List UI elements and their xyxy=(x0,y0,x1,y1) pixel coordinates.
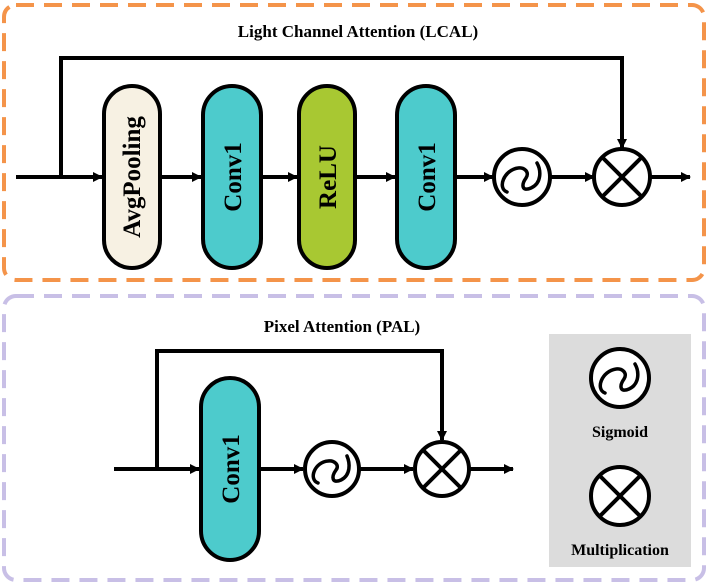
lcal-skip-connection xyxy=(59,56,627,177)
lcal-block-avgpooling-label: AvgPooling xyxy=(119,116,146,238)
lcal-block-avgpooling: AvgPooling xyxy=(102,84,162,270)
pal-title: Pixel Attention (PAL) xyxy=(264,317,420,336)
legend-sigmoid-label: Sigmoid xyxy=(592,424,648,441)
legend-panel: Sigmoid Multiplication xyxy=(549,334,691,567)
pal-skip-connection xyxy=(155,349,447,469)
lcal-sigmoid-icon xyxy=(492,147,552,207)
lcal-block-conv1-a: Conv1 xyxy=(201,84,263,270)
legend-multiplication-label: Multiplication xyxy=(571,542,669,559)
pal-multiplication-icon xyxy=(413,440,471,498)
lcal-block-conv1-a-label: Conv1 xyxy=(220,142,247,211)
lcal-border xyxy=(2,3,706,282)
lcal-block-relu: ReLU xyxy=(297,84,357,270)
lcal-block-conv1-b: Conv1 xyxy=(395,84,457,270)
multiplication-icon xyxy=(589,465,651,527)
sigmoid-icon xyxy=(589,347,651,409)
lcal-title: Light Channel Attention (LCAL) xyxy=(238,22,478,41)
lcal-multiplication-icon xyxy=(592,147,652,207)
pal-block-conv1-label: Conv1 xyxy=(218,434,245,503)
pal-border xyxy=(2,294,706,582)
pal-sigmoid-icon xyxy=(303,440,361,498)
pal-block-conv1: Conv1 xyxy=(199,376,261,562)
lcal-block-conv1-b-label: Conv1 xyxy=(414,142,441,211)
lcal-block-relu-label: ReLU xyxy=(315,145,342,209)
